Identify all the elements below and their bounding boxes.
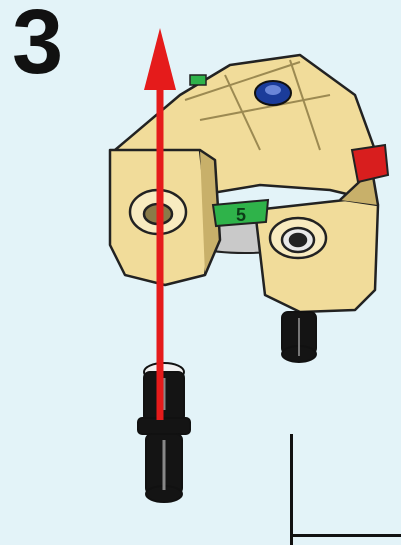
callout-frame-vertical (290, 434, 293, 545)
callout-frame-horizontal (290, 534, 401, 537)
red-accent (352, 145, 388, 182)
black-pin-right (282, 312, 316, 362)
tan-technic-part (110, 55, 378, 312)
friction-pin-icon (138, 363, 190, 502)
green-tab-label: 5 (236, 205, 246, 225)
blue-axle-pin (255, 81, 291, 105)
green-block (190, 75, 206, 85)
